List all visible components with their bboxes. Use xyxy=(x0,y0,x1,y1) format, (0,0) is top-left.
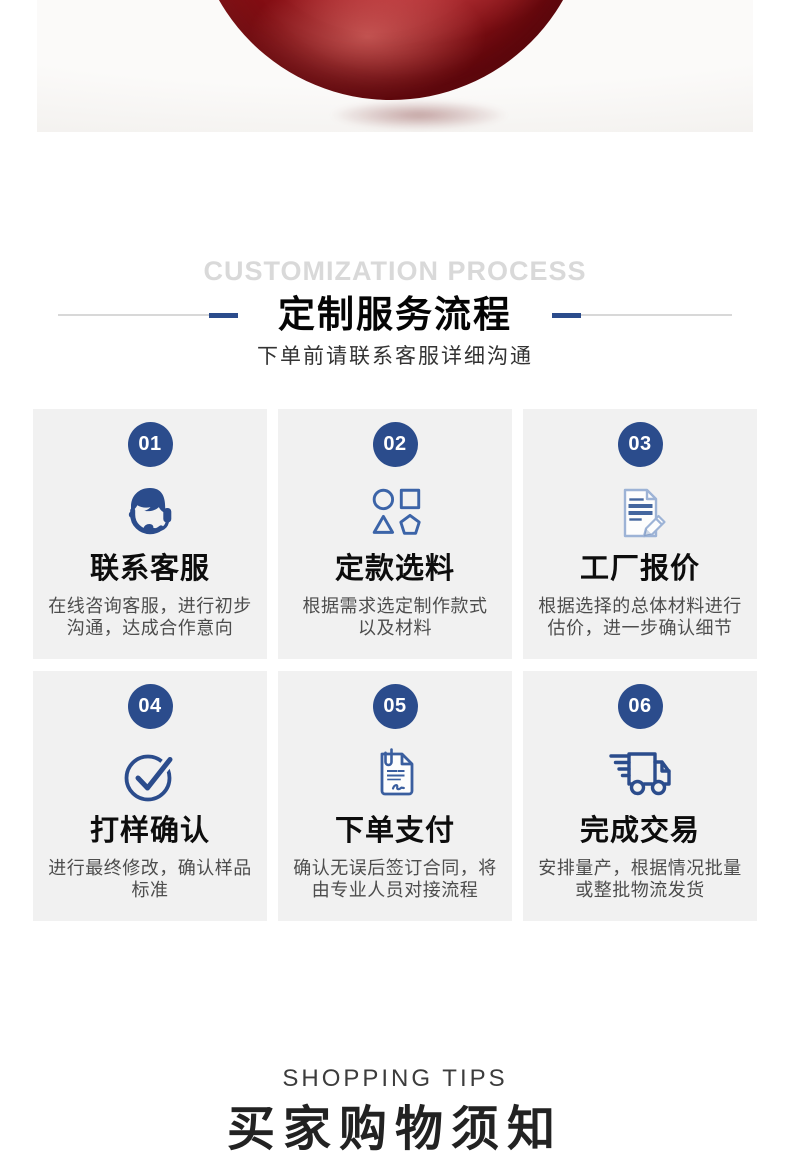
step-number-badge: 02 xyxy=(372,421,418,467)
step-title: 打样确认 xyxy=(89,814,210,847)
step-number-badge: 06 xyxy=(617,683,663,729)
step-number: 04 xyxy=(138,694,162,717)
step-title: 工厂报价 xyxy=(579,552,700,585)
step-number-badge: 04 xyxy=(127,683,173,729)
process-step-card-5: 05 下单支付 确认无误后签订合同，将 由专业人员对接流程 xyxy=(278,670,512,921)
check-circle-icon xyxy=(33,742,267,808)
step-description: 安排量产，根据情况批量 或整批物流发货 xyxy=(538,857,742,901)
step-number: 01 xyxy=(138,432,162,455)
customer-service-headset-icon xyxy=(33,480,267,546)
process-section-subtitle: 下单前请联系客服详细沟通 xyxy=(257,344,533,368)
step-title: 下单支付 xyxy=(334,814,455,847)
process-steps-grid: 01 联系客服 在线咨询客服，进行初步 沟通，达成合作意向 02 xyxy=(0,408,790,921)
step-number-badge: 05 xyxy=(372,683,418,729)
hero-product-photo xyxy=(37,0,753,132)
delivery-truck-icon xyxy=(523,742,757,808)
quotation-document-icon xyxy=(523,480,757,546)
step-title: 完成交易 xyxy=(579,814,700,847)
process-section-title: 定制服务流程 xyxy=(278,294,512,335)
step-number: 02 xyxy=(383,432,407,455)
title-decor-left xyxy=(58,312,238,318)
process-title-row: 定制服务流程 xyxy=(0,294,790,337)
process-step-card-1: 01 联系客服 在线咨询客服，进行初步 沟通，达成合作意向 xyxy=(33,408,267,659)
step-description: 进行最终修改，确认样品 标准 xyxy=(48,857,252,901)
contract-payment-icon xyxy=(278,742,512,808)
step-description: 在线咨询客服，进行初步 沟通，达成合作意向 xyxy=(48,595,252,639)
style-shapes-icon xyxy=(278,480,512,546)
ball-shadow xyxy=(329,100,509,130)
step-description: 确认无误后签订合同，将 由专业人员对接流程 xyxy=(293,857,497,901)
process-step-card-3: 03 工厂报价 根据选择的总体材料进行 估价，进一步确认细节 xyxy=(523,408,757,659)
step-number-badge: 01 xyxy=(127,421,173,467)
process-step-card-6: 06 完成交易 安排量产，根据情况批量 或整批物流发货 xyxy=(523,670,757,921)
red-glass-ball-image xyxy=(193,0,589,100)
tips-section-eyebrow: SHOPPING TIPS xyxy=(282,1064,508,1092)
step-description: 根据选择的总体材料进行 估价，进一步确认细节 xyxy=(538,595,742,639)
process-step-card-2: 02 定款选料 根据需求选定制作款式 以及材料 xyxy=(278,408,512,659)
step-number-badge: 03 xyxy=(617,421,663,467)
process-section-eyebrow: CUSTOMIZATION PROCESS xyxy=(203,256,587,286)
step-title: 定款选料 xyxy=(334,552,455,585)
step-number: 03 xyxy=(628,432,652,455)
step-number: 06 xyxy=(628,694,652,717)
tips-section-title: 买家购物须知 xyxy=(226,1102,563,1156)
step-number: 05 xyxy=(383,694,407,717)
process-step-card-4: 04 打样确认 进行最终修改，确认样品 标准 xyxy=(33,670,267,921)
title-decor-right xyxy=(552,312,732,318)
step-description: 根据需求选定制作款式 以及材料 xyxy=(302,595,488,639)
step-title: 联系客服 xyxy=(89,552,210,585)
